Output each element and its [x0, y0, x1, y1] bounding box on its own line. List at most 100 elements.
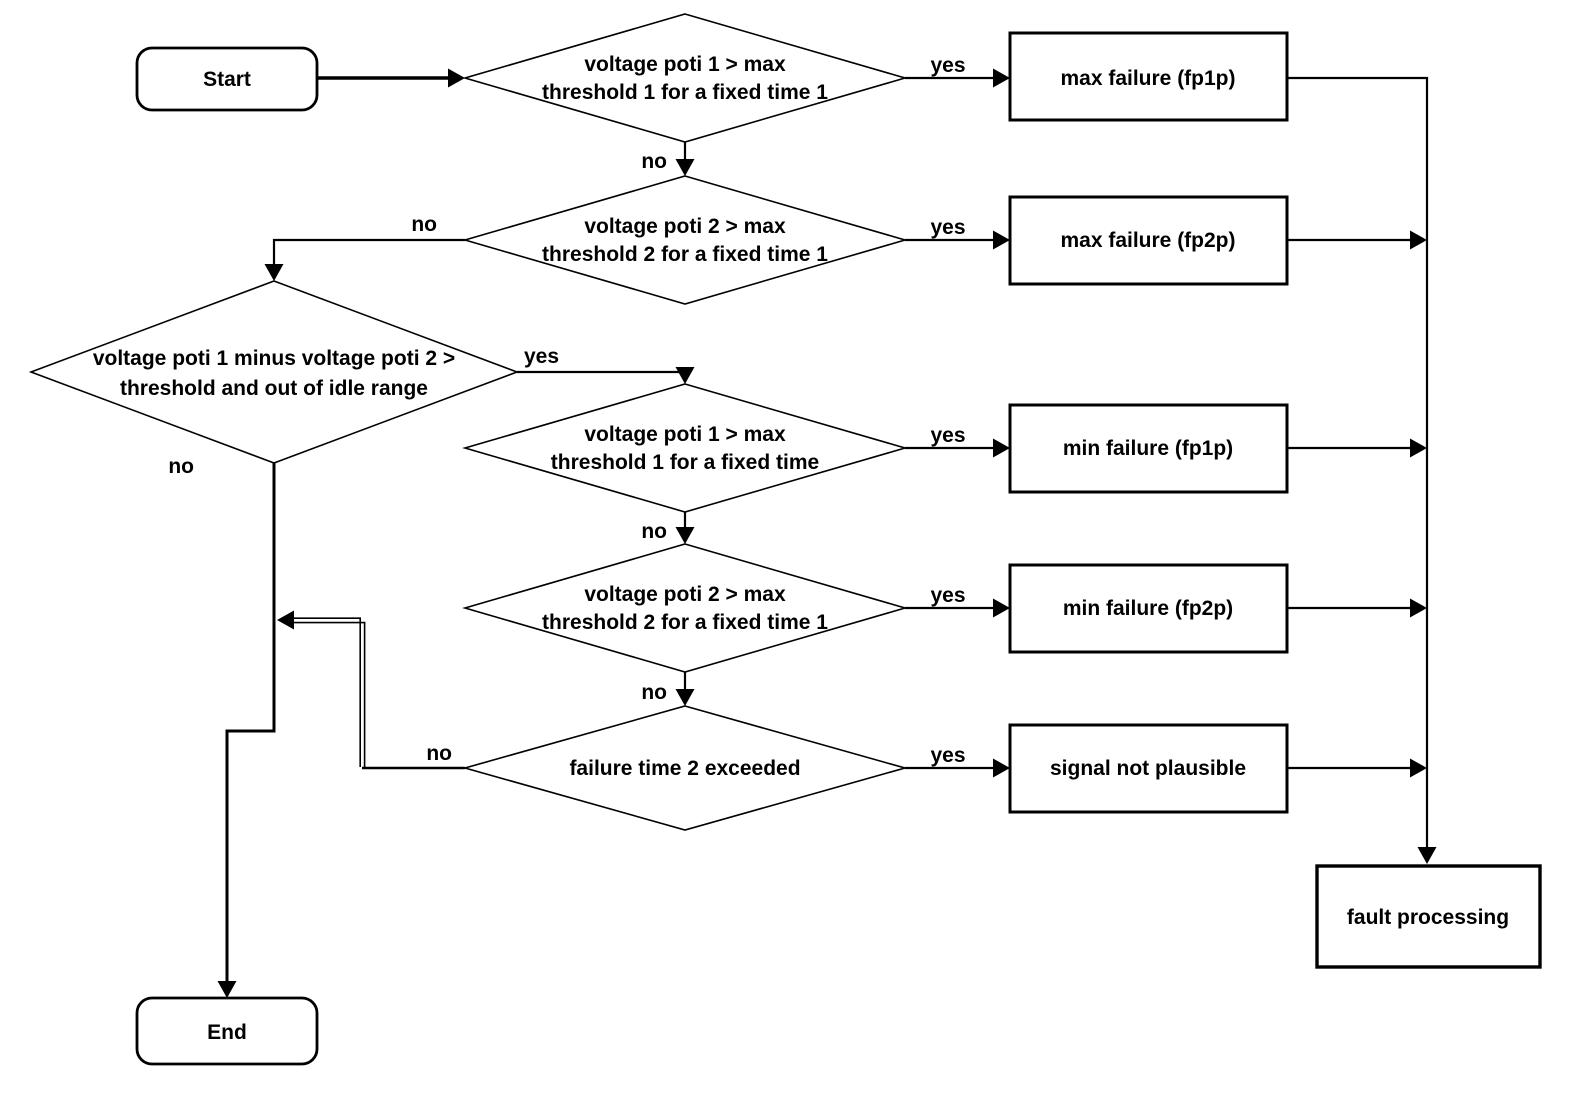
arrowhead-icon: [448, 68, 465, 88]
decision-2-line2: threshold 2 for a fixed time 1: [542, 243, 828, 266]
arrowhead-icon: [1410, 758, 1427, 778]
edge-plaus-no-to-end: [217, 463, 276, 998]
edge-label-d5-no: no: [426, 742, 452, 765]
edge-notplausible-collector: [1287, 758, 1427, 778]
arrowhead-icon: [1417, 847, 1437, 864]
process-max-failure-fp1p-label: max failure (fp1p): [1060, 67, 1235, 90]
decision-5-failure-time: failure time 2 exceeded: [462, 705, 908, 831]
arrowhead-icon: [277, 610, 294, 630]
edge-d3-no: [675, 512, 695, 544]
arrowhead-icon: [217, 981, 237, 998]
decision-2-line1: voltage poti 2 > max: [584, 215, 786, 238]
decision-plausibility-line2: threshold and out of idle range: [120, 377, 428, 400]
decision-diamond: [462, 175, 908, 305]
decision-5-label: failure time 2 exceeded: [569, 757, 800, 780]
arrowhead-icon: [993, 68, 1010, 88]
edge-label-d3-yes: yes: [930, 424, 965, 447]
process-max-failure-fp1p: max failure (fp1p): [1008, 31, 1289, 122]
arrowhead-icon: [675, 367, 695, 384]
process-max-failure-fp2p-label: max failure (fp2p): [1060, 229, 1235, 252]
edge-d4-yes: [905, 598, 1010, 618]
decision-4-line2: threshold 2 for a fixed time 1: [542, 611, 828, 634]
process-min-failure-fp1p: min failure (fp1p): [1008, 403, 1289, 494]
edge-collector-fault: [1417, 847, 1437, 864]
end-label: End: [207, 1021, 247, 1044]
edge-label-plaus-yes: yes: [524, 345, 559, 368]
decision-4-poti2-min: voltage poti 2 > max threshold 2 for a f…: [462, 543, 908, 673]
edge-d2-yes: [905, 230, 1010, 250]
edge-d3-yes: [905, 438, 1010, 458]
edge-minfp1p-collector: [1287, 438, 1427, 458]
arrowhead-icon: [1410, 438, 1427, 458]
edge-d5-no-merge: [277, 610, 465, 770]
decision-1-line1: voltage poti 1 > max: [584, 53, 786, 76]
edge-label-d4-yes: yes: [930, 584, 965, 607]
start-terminator: [135, 46, 319, 112]
edge-label-d5-yes: yes: [930, 744, 965, 767]
connector-line: [1287, 76, 1429, 850]
process-box: [1008, 403, 1289, 494]
edge-label-d1-no: no: [641, 150, 667, 173]
decision-3-poti1-min: voltage poti 1 > max threshold 1 for a f…: [462, 383, 908, 513]
process-box: [1008, 195, 1289, 286]
process-min-failure-fp2p-label: min failure (fp2p): [1063, 597, 1233, 620]
decision-2-poti2-max: voltage poti 2 > max threshold 2 for a f…: [462, 175, 908, 305]
arrowhead-icon: [993, 758, 1010, 778]
process-max-failure-fp2p: max failure (fp2p): [1008, 195, 1289, 286]
process-min-failure-fp2p: min failure (fp2p): [1008, 563, 1289, 654]
edge-maxfp2p-collector: [1287, 230, 1427, 250]
edge-label-d2-yes: yes: [930, 216, 965, 239]
decision-diamond: [462, 705, 908, 831]
arrowhead-icon: [675, 689, 695, 706]
process-signal-not-plausible-label: signal not plausible: [1050, 757, 1246, 780]
edge-label-d2-no: no: [411, 213, 437, 236]
process-signal-not-plausible: signal not plausible: [1008, 723, 1289, 814]
decision-3-line1: voltage poti 1 > max: [584, 423, 786, 446]
edge-plaus-yes: [517, 367, 695, 384]
decision-plausibility-line1: voltage poti 1 minus voltage poti 2 >: [93, 347, 455, 370]
edge-label-plaus-no: no: [168, 455, 194, 478]
process-fault-processing: fault processing: [1315, 864, 1542, 969]
edge-minfp2p-collector: [1287, 598, 1427, 618]
edge-d4-no: [675, 672, 695, 706]
edge-d2-no: [264, 238, 465, 281]
process-fault-processing-label: fault processing: [1347, 906, 1509, 929]
edge-label-d1-yes: yes: [930, 54, 965, 77]
arrowhead-icon: [993, 438, 1010, 458]
decision-1-poti1-max: voltage poti 1 > max threshold 1 for a f…: [462, 13, 908, 143]
decision-plausibility: voltage poti 1 minus voltage poti 2 > th…: [28, 280, 520, 464]
decision-diamond: [462, 13, 908, 143]
arrowhead-icon: [1410, 230, 1427, 250]
edge-d1-yes: [905, 68, 1010, 88]
node-start: Start: [135, 46, 319, 112]
arrowhead-icon: [675, 527, 695, 544]
decision-diamond: [462, 383, 908, 513]
decision-diamond: [462, 543, 908, 673]
edge-label-d3-no: no: [641, 520, 667, 543]
arrowhead-icon: [264, 264, 284, 281]
process-box: [1008, 563, 1289, 654]
connector-line: [225, 463, 276, 983]
process-min-failure-fp1p-label: min failure (fp1p): [1063, 437, 1233, 460]
end-terminator: [135, 996, 319, 1066]
decision-1-line2: threshold 1 for a fixed time 1: [542, 81, 828, 104]
edge-d5-yes: [905, 758, 1010, 778]
process-box: [1315, 864, 1542, 969]
connector-line: [272, 238, 465, 266]
arrowhead-icon: [1410, 598, 1427, 618]
edge-label-d4-no: no: [641, 681, 667, 704]
start-label: Start: [203, 68, 251, 91]
connector-line: [517, 370, 687, 374]
edge-d1-no: [675, 142, 695, 176]
node-end: End: [135, 996, 319, 1066]
edge-maxfp1p-collector: [1287, 76, 1429, 850]
decision-4-line1: voltage poti 2 > max: [584, 583, 786, 606]
arrowhead-icon: [993, 598, 1010, 618]
arrowhead-icon: [993, 230, 1010, 250]
decision-3-line2: threshold 1 for a fixed time: [551, 451, 819, 474]
arrowhead-icon: [675, 159, 695, 176]
decision-diamond: [28, 280, 520, 464]
process-box: [1008, 31, 1289, 122]
